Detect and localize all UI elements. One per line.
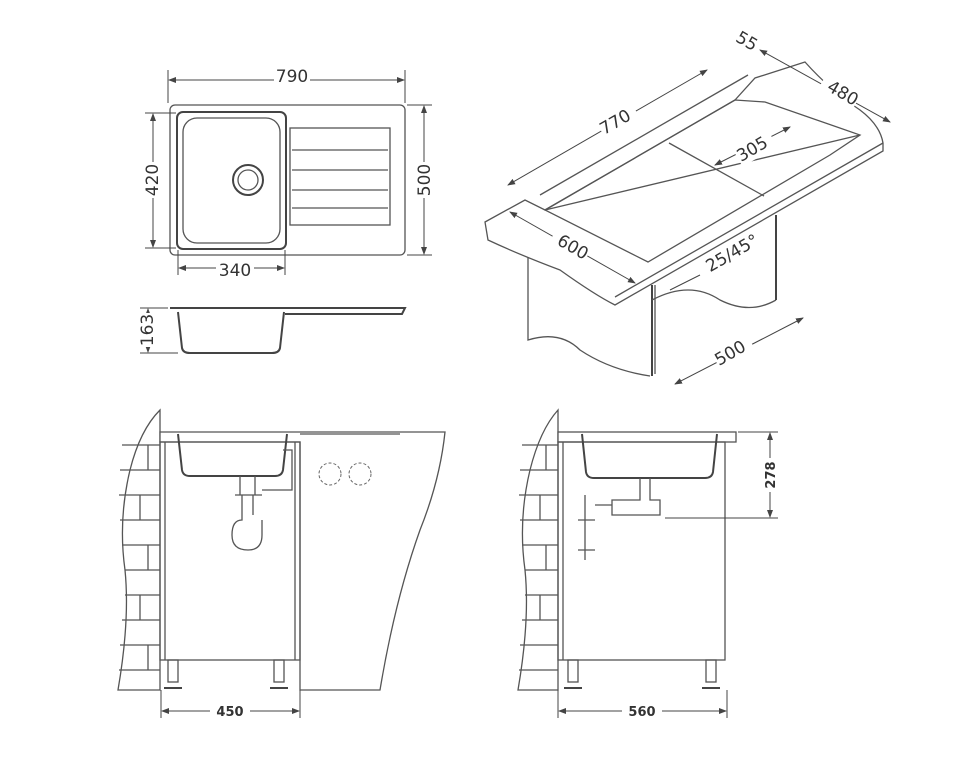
- dim-bowl-depth: 420: [143, 164, 163, 196]
- dim-height: 163: [138, 314, 158, 346]
- side-view: 163: [137, 307, 407, 354]
- top-view: 790 420 500 340: [143, 67, 435, 281]
- dim-cabinet-width: 450: [216, 705, 243, 720]
- dim-bowl-width: 340: [219, 261, 251, 281]
- drain-icon: [232, 164, 264, 196]
- hole-icon: [318, 462, 342, 486]
- dim-width: 790: [276, 67, 308, 87]
- drainer-ribs: [289, 127, 391, 226]
- dim-install-height: 278: [764, 461, 779, 488]
- dim-depth: 500: [415, 164, 435, 196]
- dim-cabinet-depth: 560: [628, 705, 655, 720]
- dim-iso-rim: 55: [732, 28, 761, 56]
- hole-icon: [348, 462, 372, 486]
- iso-view: 770 55 480 305 600 25/45° 500: [484, 28, 891, 385]
- side-install-view: 278 560: [517, 408, 779, 720]
- front-install-view: 450: [117, 408, 446, 720]
